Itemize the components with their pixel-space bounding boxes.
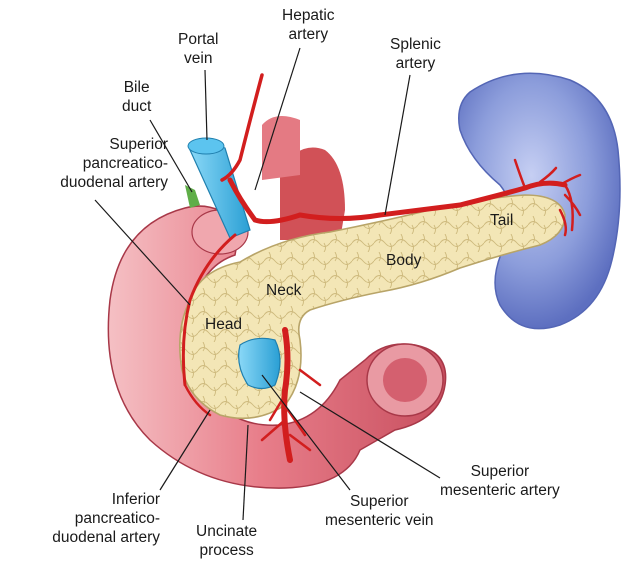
neck-label: Neck [266, 282, 301, 300]
head-label: Head [205, 316, 242, 334]
bile-duct [185, 185, 200, 208]
body-label: Body [386, 252, 421, 270]
tail-label: Tail [490, 212, 513, 230]
